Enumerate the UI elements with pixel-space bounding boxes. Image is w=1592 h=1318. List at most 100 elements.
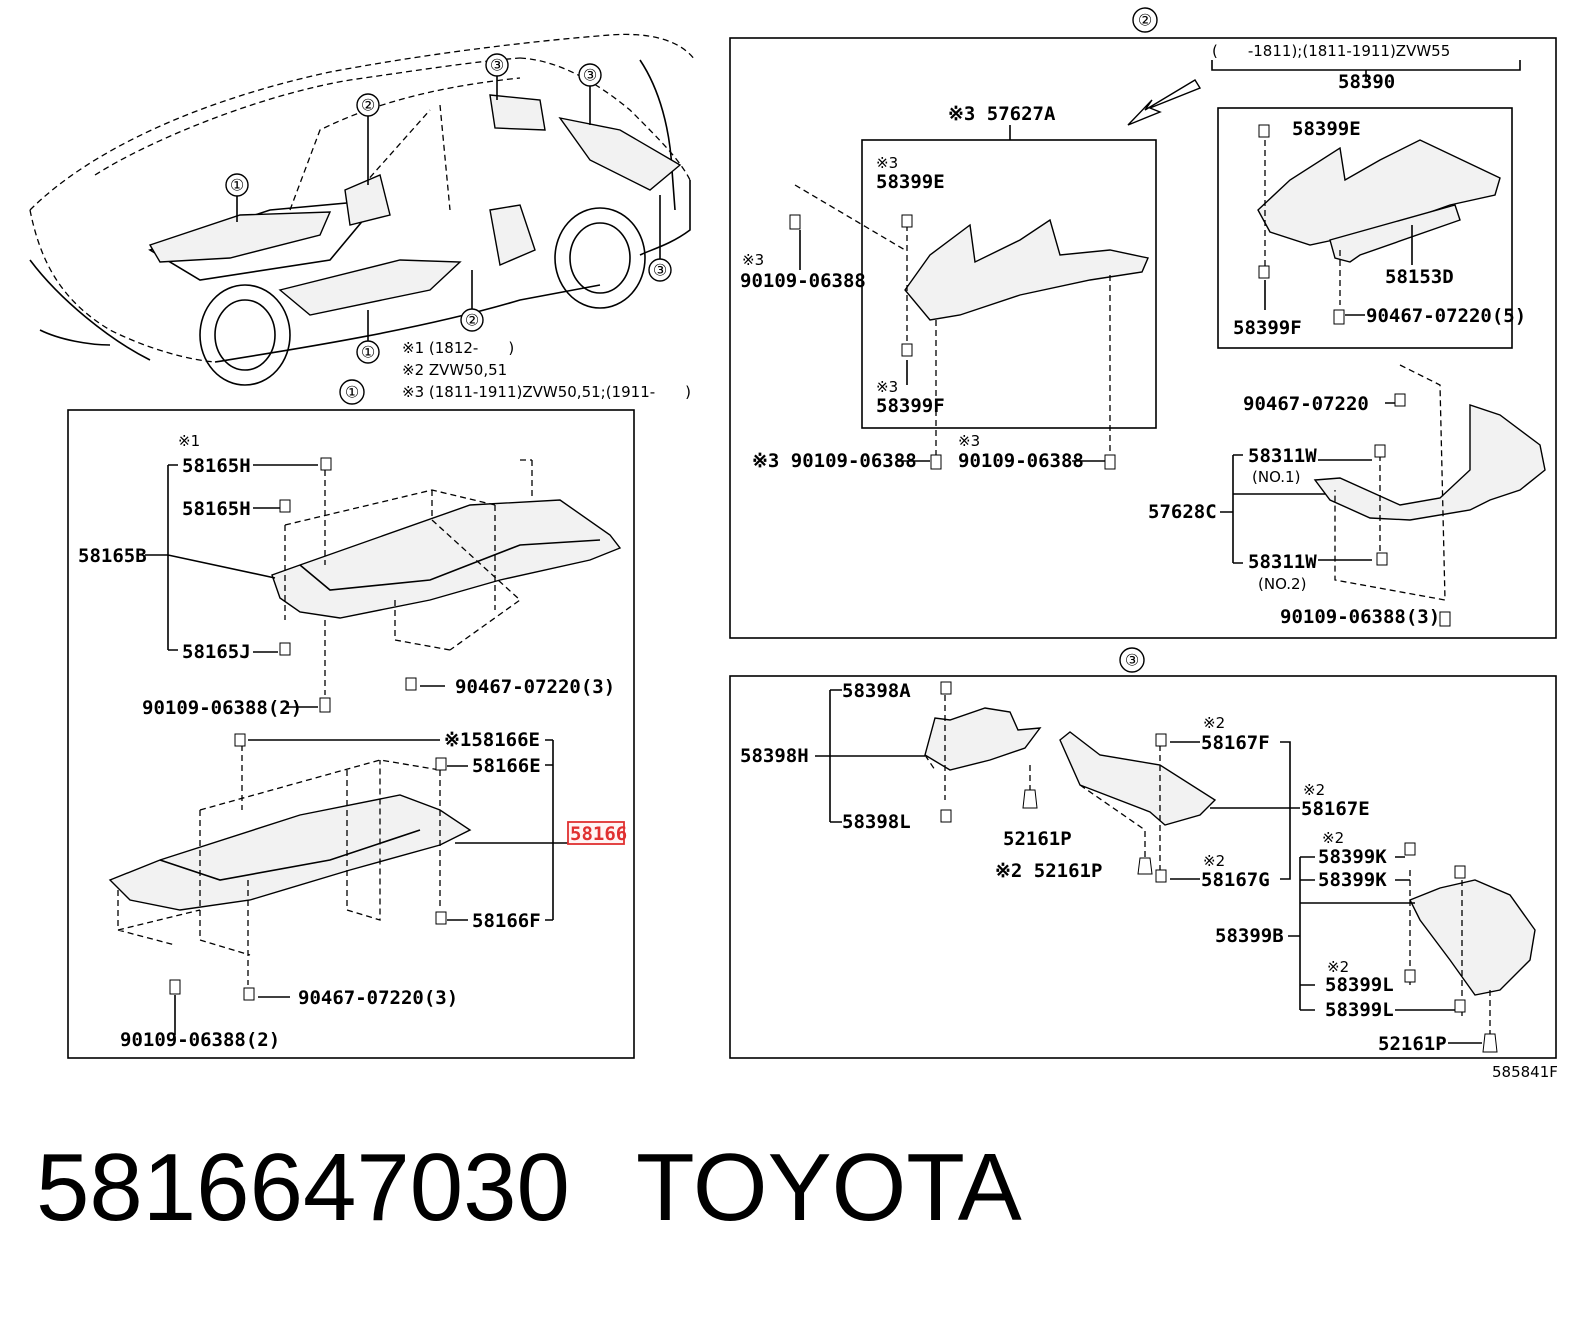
bolt-icon [1155,869,1167,883]
bolt-icon [1439,611,1451,627]
car-callouts: ① ② ③ ③ ③ ② ① [225,53,672,364]
label-58153D: 58153D [1385,266,1454,288]
label-58165J: 58165J [182,641,251,663]
mark-2: ※2 [1322,829,1344,847]
clip-icon [1482,1033,1498,1053]
mark-2: ※2 [1203,714,1225,732]
label-90109-06388: 90109-06388 [740,270,866,292]
label-58399L: 58399L [1325,999,1394,1021]
label-90467-07220-3: 90467-07220(3) [455,676,615,698]
reference-code: 585841F [1492,1063,1558,1081]
panel-3-callout: ③ [1125,651,1139,670]
bolt-icon [319,697,331,713]
label-57628C: 57628C [1148,501,1217,523]
clip-icon [1137,857,1153,875]
label-58167F: 58167F [1201,732,1270,754]
label-58311W: 58311W [1248,445,1317,467]
bracket-58399B [1409,879,1536,996]
label-90109-06388-2: 90109-06388(2) [120,1029,280,1051]
label-58167E: 58167E [1301,798,1370,820]
label-58166F: 58166F [472,910,541,932]
clip-icon [1022,789,1038,809]
bolt-icon [940,681,952,695]
note-3: ※3 (1811-1911)ZVW50,51;(1911- ) [402,383,691,401]
label-58398A: 58398A [842,680,911,702]
svg-text:③: ③ [490,56,504,75]
highlight-box [567,821,625,845]
label-58167G: 58167G [1201,869,1270,891]
bolt-icon [243,987,255,1001]
label-58399F: 58399F [876,395,945,417]
bolt-icon [1104,454,1116,470]
bolt-icon [320,457,332,471]
direction-arrow-icon [1127,79,1202,126]
lower-cover [108,794,472,911]
bracket-58390 [1257,139,1501,246]
label-58311W: 58311W [1248,551,1317,573]
bolt-icon [435,757,447,771]
label-58399B: 58399B [1215,925,1284,947]
mark-1: ※1 [178,432,200,450]
bolt-icon [1333,309,1345,325]
label-58390: 58390 [1338,71,1395,93]
label-58166E: ※158166E [444,729,540,751]
bolt-icon [1404,842,1416,856]
label-58399E: 58399E [1292,118,1361,140]
label-58166E: 58166E [472,755,541,777]
label-90109-06388-2: 90109-06388(2) [142,697,302,719]
bolt-icon [1454,865,1466,879]
bolt-icon [234,733,246,747]
label-90109-06388-3: 90109-06388(3) [1280,606,1440,628]
svg-text:②: ② [361,96,375,115]
car-illustration [29,33,696,386]
label-58399K: 58399K [1318,869,1387,891]
bolt-icon [279,499,291,513]
bracket-57628C [1313,404,1546,521]
brand-name: TOYOTA [636,1134,1022,1241]
panel-1-callout: ① [345,383,359,402]
bolt-icon [1258,124,1270,138]
bolt-icon [1376,552,1388,566]
label-58399L: 58399L [1325,974,1394,996]
bolt-icon [930,454,942,470]
mark-2: ※2 [1303,781,1325,799]
label-57627A: ※3 57627A [948,103,1056,125]
label-58398L: 58398L [842,811,911,833]
label-90467-07220: 90467-07220 [1243,393,1369,415]
svg-text:②: ② [465,311,479,330]
bolt-icon [435,911,447,925]
label-52161P: 52161P [1378,1033,1447,1055]
bolt-icon [1258,265,1270,279]
footnotes: ※1 (1812- ) ※2 ZVW50,51 ※3 (1811-1911)ZV… [402,339,691,401]
label-58399E: 58399E [876,171,945,193]
bolt-icon [1155,733,1167,747]
mark-3: ※3 [876,378,898,396]
mark-3: ※3 [742,251,764,269]
label-58399F: 58399F [1233,317,1302,339]
note-1: ※1 (1812- ) [402,339,514,357]
mark-3: ※3 [958,432,980,450]
bolt-icon [901,214,913,228]
label-52161P: ※2 52161P [995,860,1102,882]
label-90109-06388: 90109-06388 [958,450,1084,472]
label-no2: (NO.2) [1258,575,1306,593]
bracket-57627A [904,218,1149,321]
bolt-icon [279,642,291,656]
label-90467-07220-3: 90467-07220(3) [298,987,458,1009]
label-90109-06388: ※3 90109-06388 [752,450,917,472]
svg-text:③: ③ [583,66,597,85]
panel-3: ③ 58398A 58398H 58398L 52161P ※2 52161P … [729,647,1557,1059]
label-90467-07220-5: 90467-07220(5) [1366,305,1526,327]
svg-text:①: ① [230,176,244,195]
mark-2: ※2 [1203,852,1225,870]
bolt-icon [901,343,913,357]
panel-2-callout: ② [1138,11,1152,30]
bolt-icon [940,809,952,823]
label-58166-highlight: 58166 [570,823,627,845]
bolt-icon [169,979,181,995]
svg-text:③: ③ [653,261,667,280]
range-note: ( -1811);(1811-1911)ZVW55 [1212,42,1450,60]
mark-3: ※3 [876,154,898,172]
